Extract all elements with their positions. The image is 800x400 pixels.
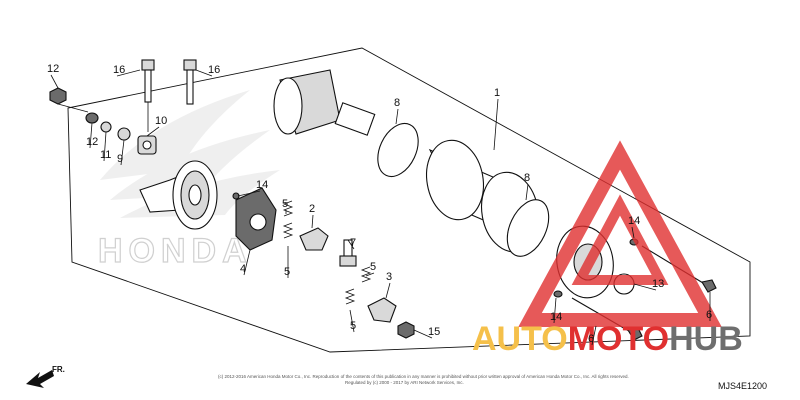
callout-leader bbox=[413, 329, 433, 339]
brush-3 bbox=[367, 297, 397, 323]
spring-5-a bbox=[282, 200, 294, 217]
callout-5: 5 bbox=[350, 320, 356, 332]
bolt-16-left bbox=[141, 59, 155, 132]
o-ring-8-top bbox=[377, 122, 419, 178]
callout-11: 11 bbox=[100, 149, 111, 161]
washer-14-lower bbox=[553, 290, 563, 298]
nut-12-top bbox=[49, 87, 67, 105]
terminal-10 bbox=[137, 135, 157, 155]
callout-leader bbox=[365, 272, 375, 277]
spring-5-b bbox=[282, 222, 294, 239]
callout-14: 14 bbox=[628, 215, 640, 227]
washer-11 bbox=[100, 121, 112, 133]
watermark-text: AUTOMOTOHUB bbox=[472, 320, 743, 358]
callout-leader bbox=[237, 190, 261, 197]
bolt-16-right bbox=[183, 59, 197, 105]
callout-leader bbox=[120, 139, 125, 166]
callout-leader bbox=[395, 108, 399, 125]
o-ring-8-lower bbox=[506, 199, 550, 257]
callout-3: 3 bbox=[386, 271, 392, 283]
callout-16: 16 bbox=[113, 64, 125, 76]
long-bolt-6-lower bbox=[571, 297, 643, 341]
copyright-line-2: Regulated by (c) 2000 - 2017 by ARI Netw… bbox=[345, 380, 464, 385]
nut-15 bbox=[397, 321, 415, 339]
callout-15: 15 bbox=[428, 326, 440, 338]
callout-leader bbox=[146, 126, 160, 137]
callout-12: 12 bbox=[47, 63, 59, 75]
callout-leader bbox=[311, 214, 314, 229]
callout-13: 13 bbox=[652, 278, 664, 290]
callout-10: 10 bbox=[155, 115, 167, 127]
callout-7: 7 bbox=[350, 237, 356, 249]
callout-2: 2 bbox=[309, 203, 315, 215]
callout-leader bbox=[385, 282, 391, 299]
brush-2 bbox=[299, 227, 329, 251]
callout-leader bbox=[349, 309, 355, 333]
callout-leader bbox=[633, 283, 657, 291]
callout-1: 1 bbox=[494, 87, 500, 99]
nut-12-lower bbox=[85, 112, 99, 124]
assembly-border bbox=[67, 47, 751, 353]
callout-leader bbox=[89, 122, 93, 149]
watermark-triangle-logo bbox=[518, 140, 722, 327]
callout-9: 9 bbox=[117, 153, 123, 165]
callout-12: 12 bbox=[86, 136, 98, 148]
callout-leader bbox=[103, 131, 107, 162]
callout-leader bbox=[553, 297, 557, 324]
callout-5: 5 bbox=[282, 198, 288, 210]
callout-6: 6 bbox=[706, 309, 712, 321]
callout-leader bbox=[50, 74, 59, 89]
honda-brand-background-text: HONDA bbox=[98, 232, 253, 270]
spring-5-d bbox=[344, 288, 356, 305]
callout-14: 14 bbox=[256, 179, 268, 191]
callout-14: 14 bbox=[550, 311, 562, 323]
callout-leader bbox=[525, 183, 529, 201]
callout-16: 16 bbox=[208, 64, 220, 76]
callout-8: 8 bbox=[524, 172, 530, 184]
callout-5: 5 bbox=[370, 261, 376, 273]
copyright-line-1: (c) 2012-2016 American Honda Motor Co., … bbox=[218, 374, 629, 379]
callout-leader bbox=[243, 249, 251, 276]
callout-leader bbox=[591, 325, 597, 346]
front-direction-arrow: FR. bbox=[26, 365, 65, 388]
rear-cover-housing bbox=[139, 160, 218, 230]
brush-holder-4 bbox=[235, 187, 277, 251]
callout-5: 5 bbox=[284, 266, 290, 278]
front-label: FR. bbox=[52, 365, 65, 374]
callout-leader bbox=[493, 98, 499, 151]
automotohub-watermark: AUTOMOTOHUB bbox=[472, 140, 743, 358]
callout-8: 8 bbox=[394, 97, 400, 109]
spring-5-c bbox=[360, 266, 372, 283]
callout-leader bbox=[631, 226, 635, 239]
o-ring-9 bbox=[117, 127, 131, 141]
callout-leader bbox=[347, 239, 355, 250]
callout-leader bbox=[195, 69, 213, 77]
callout-4: 4 bbox=[240, 263, 246, 275]
callout-6: 6 bbox=[588, 333, 594, 345]
diagram-code: MJS4E1200 bbox=[718, 381, 767, 391]
callout-leader bbox=[116, 69, 141, 77]
armature bbox=[273, 69, 376, 136]
starter-yoke bbox=[426, 139, 539, 253]
